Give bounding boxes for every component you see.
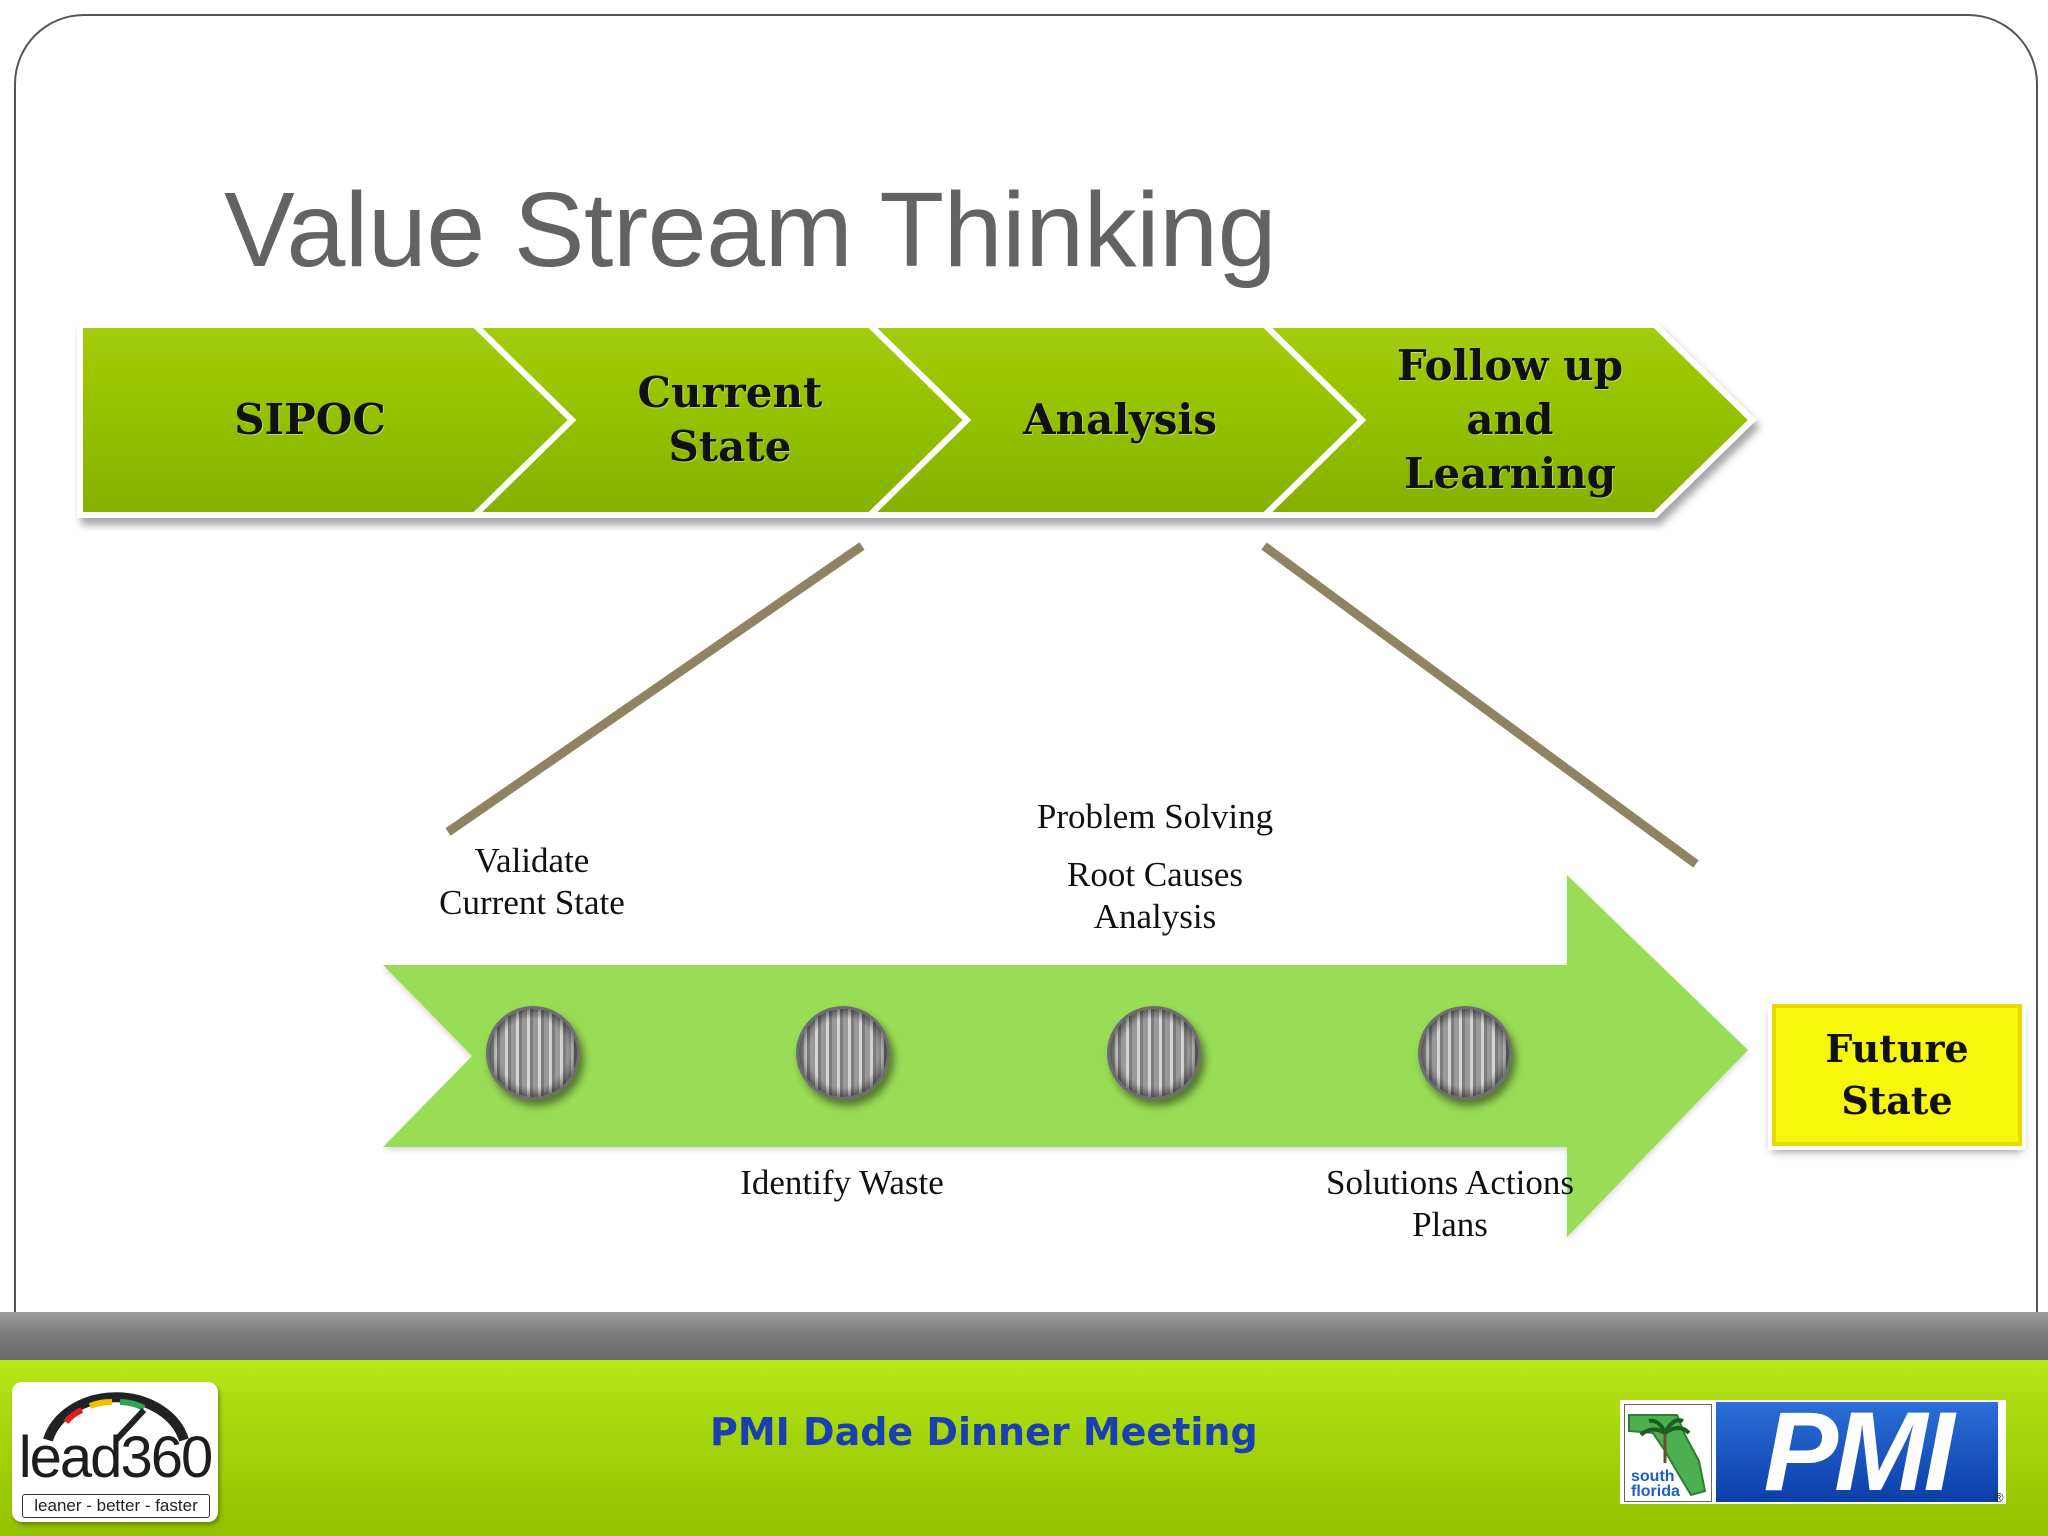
slide-frame (14, 14, 2038, 1416)
chevron-label-sipoc: SIPOC (234, 395, 386, 445)
palm-tree-icon (1628, 1414, 1707, 1497)
value-stream-diagram (77, 322, 1757, 1237)
timeline-label-validate: Validate Current State (439, 841, 625, 922)
timeline-arrow (383, 875, 1748, 1237)
timeline-node-1 (486, 1006, 580, 1100)
future-state-box: Future State (1768, 1000, 2026, 1150)
timeline-node-2 (796, 1006, 890, 1100)
chevron-label-current-state: Current State (637, 368, 823, 471)
lead360-logo: lead360 leaner - better - faster (12, 1382, 218, 1522)
timeline-label-identify-waste: Identify Waste (740, 1163, 944, 1202)
chapter-label: south florida (1631, 1468, 1680, 1500)
registered-mark: ® (1994, 1490, 2004, 1505)
timeline-label-problem-solving: Problem Solving (1036, 797, 1274, 836)
footer-divider-bar (0, 1312, 2048, 1360)
florida-map-icon: south florida (1624, 1404, 1712, 1502)
chevron-label-follow-up: Follow up and Learning (1396, 341, 1624, 498)
footer-meeting-title: PMI Dade Dinner Meeting (710, 1410, 1258, 1454)
lead360-tagline: leaner - better - faster (22, 1494, 210, 1518)
connector-line-left (445, 542, 865, 836)
chevron-follow-up (1257, 322, 1757, 518)
pmi-wordmark: PMI (1716, 1396, 1998, 1508)
timeline-node-4 (1418, 1006, 1512, 1100)
connector-line-right (1261, 542, 1699, 868)
lead360-wordmark: lead360 (18, 1425, 213, 1490)
timeline-label-root-causes: Root Causes Analysis (1067, 855, 1243, 936)
speedometer-icon (43, 1392, 189, 1442)
slide-title: Value Stream Thinking (224, 171, 1277, 289)
chevron-process (77, 322, 1757, 518)
timeline-node-3 (1107, 1006, 1201, 1100)
pmi-south-florida-logo: south florida PMI (1620, 1396, 2006, 1508)
timeline-label-solutions: Solutions Actions Plans (1326, 1163, 1574, 1244)
chevron-label-analysis: Analysis (1023, 395, 1217, 445)
